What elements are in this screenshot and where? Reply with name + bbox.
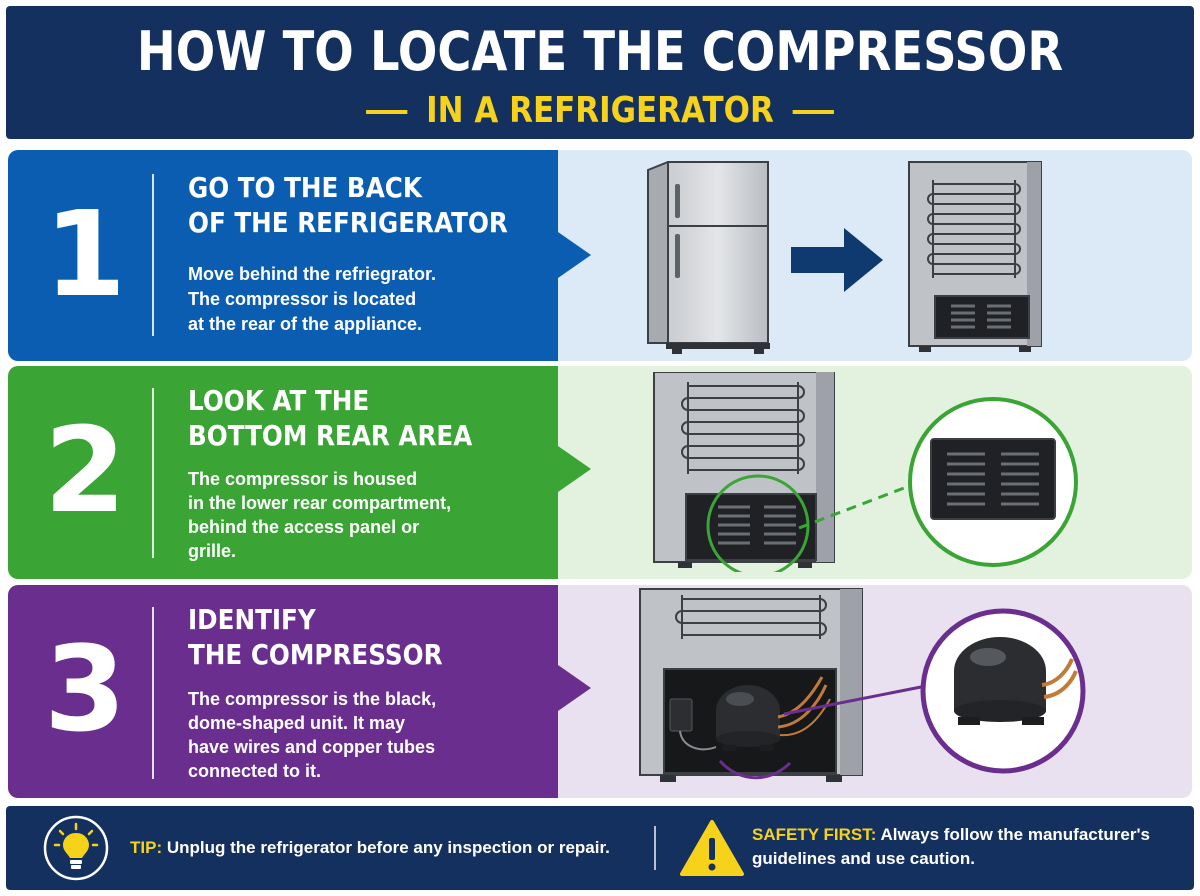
step-3-desc-line4: connected to it. bbox=[188, 761, 322, 781]
step-1-chevron bbox=[557, 150, 591, 361]
subtitle-text: IN A REFRIGERATOR bbox=[426, 90, 774, 131]
subtitle-dash-right bbox=[792, 110, 835, 114]
fridge-front-illustration bbox=[647, 161, 770, 354]
step-2-divider bbox=[152, 388, 154, 558]
lightbulb-icon bbox=[43, 815, 109, 881]
tip-text: TIP: Unplug the refrigerator before any … bbox=[130, 836, 610, 860]
step-3-divider bbox=[152, 607, 154, 779]
step-3-desc-line2: dome-shaped unit. It may bbox=[188, 713, 406, 733]
page-subtitle: IN A REFRIGERATOR bbox=[89, 90, 1111, 131]
step-1-text-panel bbox=[8, 150, 558, 361]
step-3-text-panel bbox=[8, 585, 558, 798]
step-1-divider bbox=[152, 174, 154, 336]
grille-zoom-illustration bbox=[908, 397, 1078, 567]
step-2-text-panel bbox=[8, 366, 558, 579]
step-1-title-line1: GO TO THE BACK bbox=[188, 171, 422, 204]
page-title: HOW TO LOCATE THE COMPRESSOR bbox=[136, 20, 1064, 83]
safety-message-line2: guidelines and use caution. bbox=[752, 849, 975, 868]
step-1-title-line2: OF THE REFRIGERATOR bbox=[188, 206, 508, 239]
step-2-desc-line1: The compressor is housed bbox=[188, 469, 418, 489]
safety-label: SAFETY FIRST: bbox=[752, 825, 877, 844]
compressor-connector-line bbox=[783, 684, 927, 716]
step-3: 3 IDENTIFY THE COMPRESSOR The compressor… bbox=[8, 585, 1192, 798]
step-2: 2 LOOK AT THE BOTTOM REAR AREA The compr… bbox=[8, 366, 1192, 579]
step-3-title-line1: IDENTIFY bbox=[188, 603, 316, 636]
step-1-desc-line1: Move behind the refriegrator. bbox=[188, 264, 437, 284]
fridge-back-illustration bbox=[908, 161, 1042, 352]
footer-banner: TIP: Unplug the refrigerator before any … bbox=[6, 806, 1194, 890]
footer-divider bbox=[654, 826, 656, 870]
step-2-title-line1: LOOK AT THE bbox=[188, 384, 370, 417]
step-2-desc-line4: grille. bbox=[188, 541, 237, 561]
right-arrow-icon bbox=[791, 228, 883, 292]
step-1-desc-line3: at the rear of the appliance. bbox=[188, 314, 423, 334]
warning-triangle-icon bbox=[680, 820, 744, 876]
tip-message: Unplug the refrigerator before any inspe… bbox=[166, 838, 610, 857]
safety-text-line1: SAFETY FIRST: Always follow the manufact… bbox=[752, 823, 1150, 847]
subtitle-dash-left bbox=[365, 110, 408, 114]
step-2-chevron bbox=[557, 366, 591, 579]
header-banner: HOW TO LOCATE THE COMPRESSOR IN A REFRIG… bbox=[6, 6, 1194, 139]
step-1-desc-line2: The compressor is located bbox=[188, 289, 417, 309]
step-2-desc-line3: behind the access panel or bbox=[188, 517, 420, 537]
zoom-connector-line bbox=[798, 478, 926, 530]
open-compartment-illustration bbox=[639, 588, 863, 782]
step-2-number: 2 bbox=[44, 401, 127, 539]
step-3-title-line2: THE COMPRESSOR bbox=[188, 638, 443, 671]
step-3-number: 3 bbox=[44, 620, 127, 758]
fridge-rear-closeup-illustration bbox=[653, 372, 835, 572]
compressor-zoom-illustration bbox=[920, 608, 1086, 774]
step-2-desc-line2: in the lower rear compartment, bbox=[188, 493, 452, 513]
step-1: 1 GO TO THE BACK OF THE REFRIGERATOR Mov… bbox=[8, 150, 1192, 361]
tip-label: TIP: bbox=[130, 838, 163, 857]
safety-message-line1: Always follow the manufacturer's bbox=[880, 825, 1150, 844]
step-3-chevron bbox=[557, 585, 591, 798]
step-1-number: 1 bbox=[44, 185, 127, 323]
step-3-desc-line3: have wires and copper tubes bbox=[188, 737, 436, 757]
step-3-desc-line1: The compressor is the black, bbox=[188, 689, 437, 709]
step-2-title-line2: BOTTOM REAR AREA bbox=[188, 419, 473, 452]
